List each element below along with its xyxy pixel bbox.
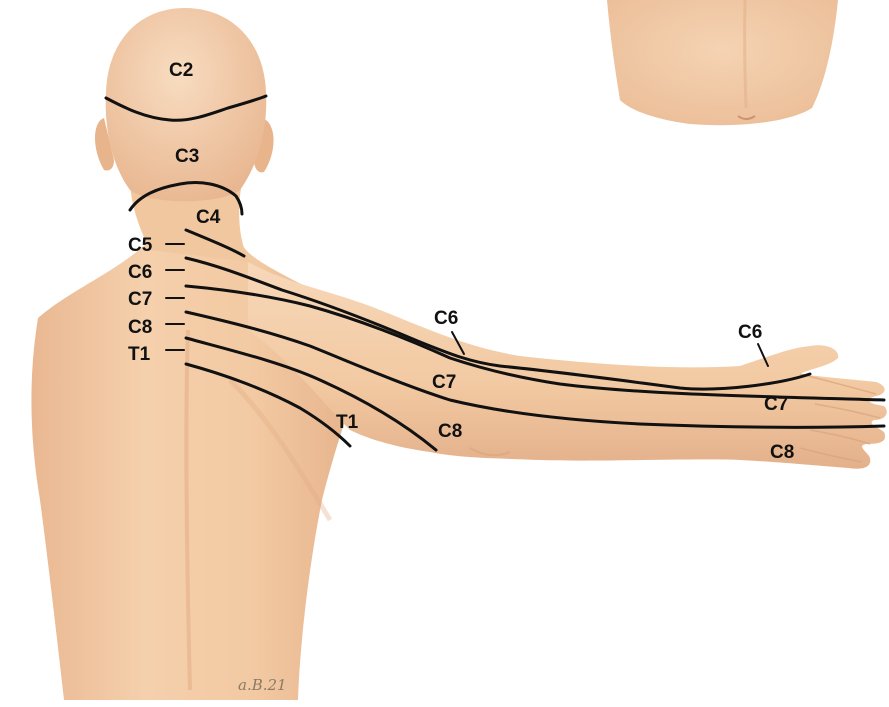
label-t1-side: T1	[128, 344, 151, 365]
label-arm-c6: C6	[434, 308, 458, 329]
torso-centerline	[745, 0, 746, 108]
label-c4: C4	[196, 207, 221, 228]
label-arm-c7: C7	[432, 372, 456, 393]
label-c2: C2	[169, 60, 193, 81]
label-c5-side: C5	[128, 235, 153, 256]
label-arm-c8: C8	[438, 421, 462, 442]
arm	[248, 262, 887, 469]
back-torso	[31, 200, 353, 700]
front-torso-fragment	[607, 0, 838, 125]
label-arm-t1: T1	[336, 412, 359, 433]
label-c6-side: C6	[128, 262, 152, 283]
label-hand-c8: C8	[770, 442, 794, 463]
label-hand-c6: C6	[738, 322, 762, 343]
label-c3: C3	[175, 146, 199, 167]
artist-signature: a.B.21	[238, 676, 287, 694]
label-hand-c7: C7	[764, 394, 788, 415]
label-c7-side: C7	[128, 289, 152, 310]
label-c8-side: C8	[128, 317, 152, 338]
